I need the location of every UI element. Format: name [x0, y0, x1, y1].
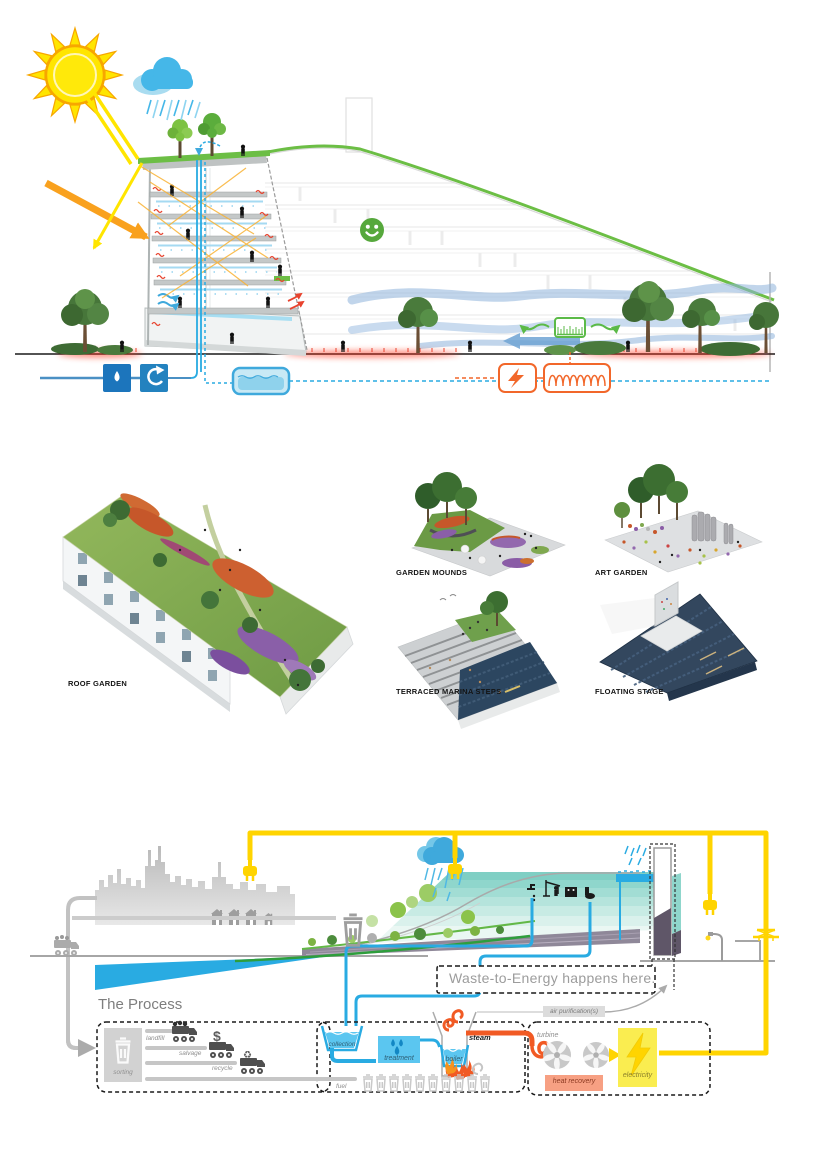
illustration-terraced-marina-steps: [397, 591, 560, 729]
label-air-purification: air purification(s): [543, 1006, 605, 1017]
rain: [146, 99, 201, 121]
label-landfill: landfill: [146, 1035, 165, 1042]
plug-icon: [241, 858, 259, 883]
power-bolt-icon: [498, 363, 537, 393]
stage-platform: [640, 615, 703, 652]
slope-trees: [103, 500, 325, 691]
smiley-face-icon: [360, 218, 384, 242]
birds: [439, 594, 457, 601]
street-lamp-icon: [705, 932, 723, 961]
heat-recovery-box: [545, 1075, 603, 1091]
flow-triangle: [609, 1048, 621, 1062]
sculptures: [691, 511, 734, 545]
vent-grass-icon: [519, 317, 621, 338]
salvage-truck-icon: $: [209, 1028, 234, 1058]
sun-icon: [25, 25, 125, 125]
treatment-unit: [378, 1036, 441, 1063]
stage-screen: [654, 581, 679, 627]
light-beam: [600, 598, 655, 634]
label-roof-garden: ROOF GARDEN: [68, 679, 127, 688]
label-salvage: salvage: [179, 1050, 202, 1057]
city-skyline: [95, 846, 295, 925]
process-entry-arrow: [78, 1039, 96, 1057]
chimney-outline: [345, 97, 373, 153]
label-heat-recovery: heat recovery: [552, 1078, 596, 1085]
faucet-icon: [527, 884, 536, 902]
color-chips: [622, 540, 742, 565]
building-section-diagram: [15, 25, 779, 396]
water-recycle-icon: [140, 364, 168, 392]
vent-arrows-blue: [157, 293, 180, 311]
waste-streams: [145, 1029, 357, 1081]
process-boxes: [96, 1021, 711, 1096]
flue-arrow: [602, 984, 668, 1013]
label-collection: collection: [328, 1041, 356, 1048]
household-icons: [527, 880, 595, 902]
boiler-furnace: [432, 1009, 484, 1080]
label-electricity: electricity: [622, 1072, 653, 1079]
roof-reservoir: [616, 874, 656, 882]
below-ground-systems: [40, 160, 770, 396]
fuel-cans-row: [362, 1074, 491, 1092]
collection-basin: [320, 1025, 376, 1063]
label-steam: steam: [469, 1033, 491, 1042]
label-treatment: treatment: [384, 1055, 414, 1062]
rain-cloud-icon: [133, 57, 201, 121]
stove-icon: [565, 887, 577, 897]
waste-to-energy-callout: Waste-to-Energy happens here.: [449, 970, 656, 986]
label-recycle: recycle: [212, 1065, 233, 1072]
row-boats: [699, 647, 745, 675]
label-terraced-marina-steps: TERRACED MARINA STEPS: [396, 687, 502, 696]
salvage-badge: $: [213, 1028, 221, 1044]
marina-water: [458, 642, 557, 720]
garden-typologies-illustrations: [62, 464, 763, 729]
illustration-art-garden: [604, 464, 763, 573]
recycle-truck-icon: ♻: [240, 1050, 265, 1074]
vent-arrows-red: [287, 292, 305, 310]
radiant-ceilings: [156, 200, 282, 291]
rock-garden-dots: [628, 523, 664, 534]
label-art-garden: ART GARDEN: [595, 568, 648, 577]
plug-icon: [701, 892, 719, 917]
illustration-roof-garden: [62, 493, 354, 715]
power-tower-icon: [753, 928, 779, 941]
label-turbine: turbine: [537, 1032, 559, 1039]
heat-squiggles: [151, 186, 285, 327]
illustration-garden-mounds: [411, 472, 566, 577]
chimney-rain: [624, 844, 647, 866]
toilet-icon: [585, 887, 595, 899]
tower-section: [137, 113, 308, 356]
power-cable: [241, 830, 779, 1056]
label-garden-mounds: GARDEN MOUNDS: [396, 568, 468, 577]
band-trees: [308, 884, 504, 946]
waste-to-energy-diagram: $ ♻: [30, 830, 779, 1096]
illustration-floating-stage: [599, 581, 758, 701]
green-roof: [138, 150, 270, 164]
label-sorting: sorting: [113, 1069, 133, 1076]
steam-swirls: [442, 1009, 464, 1032]
heating-coil-icon: [543, 363, 611, 393]
water-tank-icon: [231, 366, 291, 396]
label-boiler: boiler: [445, 1056, 463, 1063]
slope-building: [234, 843, 681, 1026]
callout-box: [436, 965, 656, 994]
lightning-bolt-icon: [626, 1032, 651, 1077]
sorting-unit: [104, 1028, 142, 1082]
electricity-box: [618, 1028, 657, 1087]
green-roofline: [262, 144, 775, 302]
roof-trees-icon: [167, 113, 226, 158]
landfill-truck-icon: [172, 1020, 197, 1042]
water-drop-icon: [103, 364, 131, 392]
process-title: The Process: [98, 996, 183, 1013]
sun-rays: [44, 90, 150, 250]
turbine-unit: [541, 1041, 612, 1072]
label-floating-stage: FLOATING STAGE: [595, 687, 664, 696]
ground-trees: [51, 281, 779, 356]
garbage-truck-icon: [54, 935, 79, 956]
label-fuel: fuel: [336, 1083, 347, 1090]
people-dots: [178, 528, 300, 687]
harbor-water: [95, 956, 330, 990]
recycle-badge: ♻: [243, 1050, 252, 1061]
